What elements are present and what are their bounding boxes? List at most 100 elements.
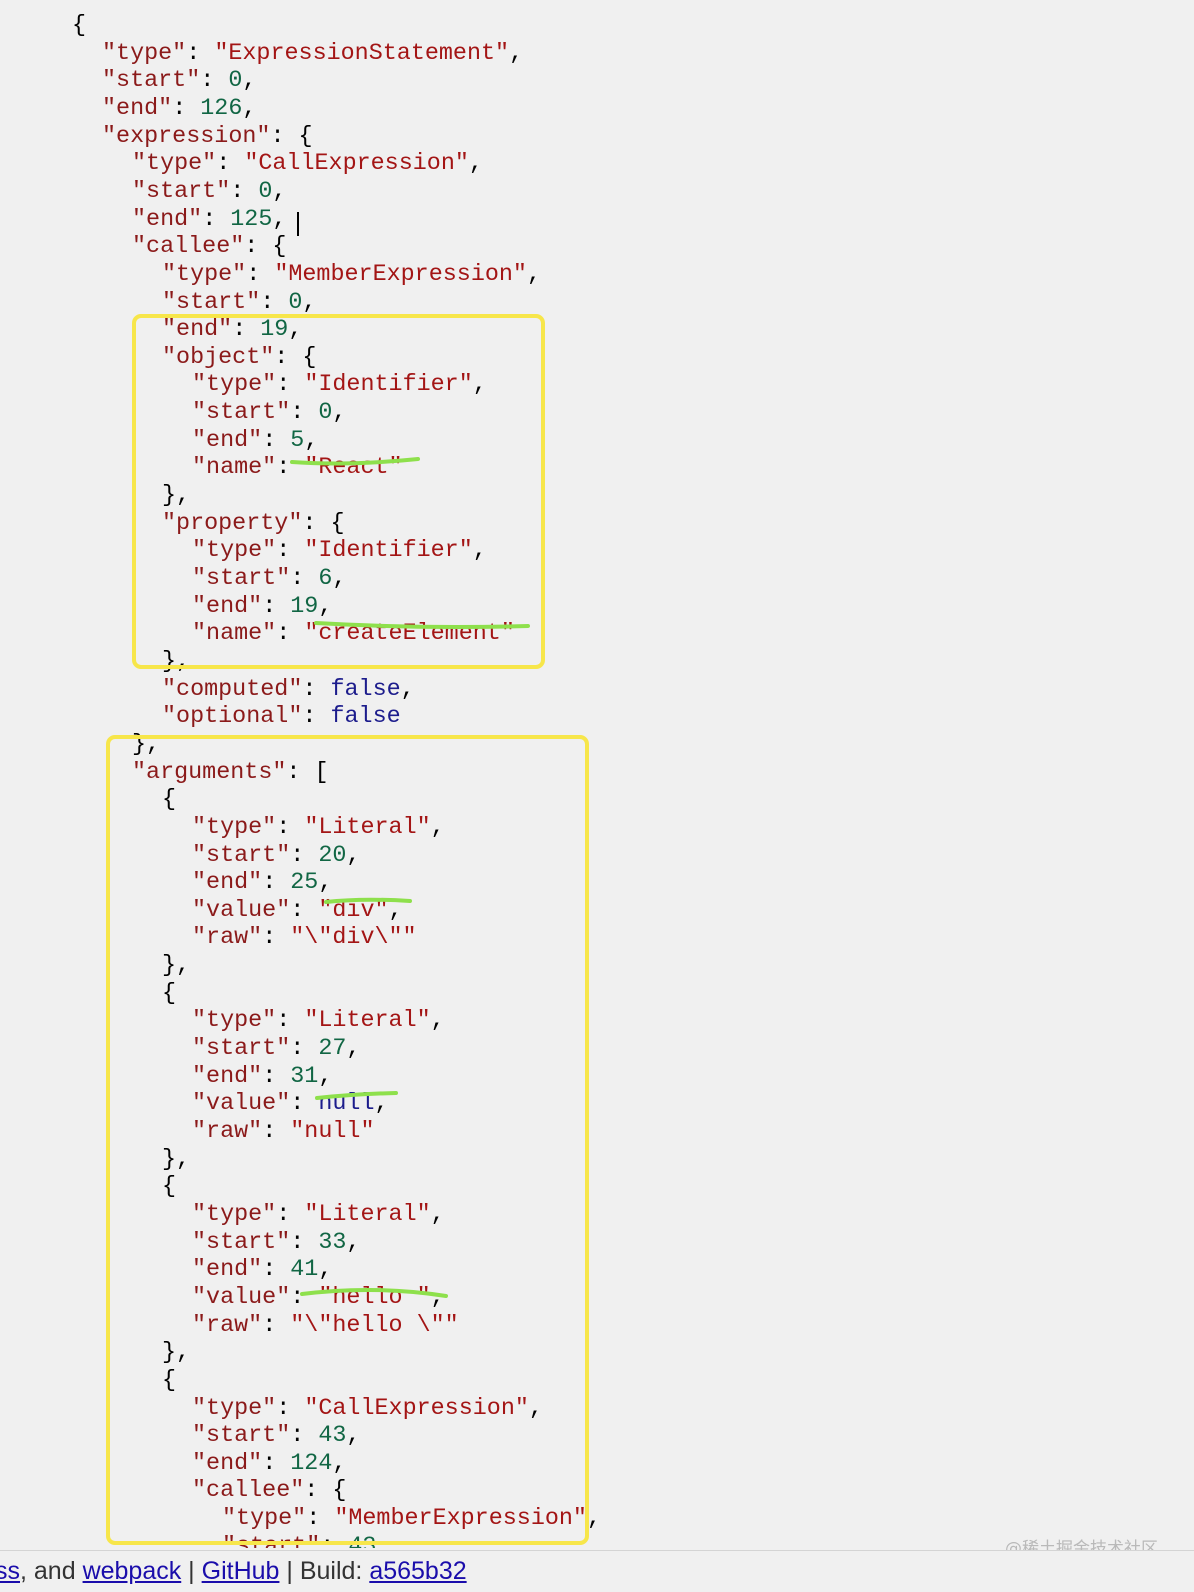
code-line: }, [162, 482, 190, 510]
code-token: "start" [192, 1423, 291, 1450]
code-token: 0 [258, 178, 273, 205]
code-token: : [290, 1284, 319, 1311]
code-token: "start" [192, 842, 291, 869]
code-token: "raw" [192, 925, 263, 952]
code-line: "end": 25, [192, 869, 332, 897]
code-line: "optional": false [162, 703, 401, 731]
code-token: : [290, 842, 319, 869]
footer-build-label: | Build: [279, 1557, 370, 1585]
code-token: 0 [288, 289, 303, 316]
footer-link-github[interactable]: GitHub [201, 1557, 280, 1585]
code-line: { [72, 12, 86, 40]
footer-sep-and: , and [20, 1557, 83, 1585]
code-token: { [72, 13, 87, 39]
code-token: , [472, 538, 487, 565]
code-token: : [262, 870, 291, 897]
code-token: false [330, 676, 401, 703]
code-token: "type" [192, 538, 277, 565]
code-token: "start" [192, 1036, 291, 1063]
code-token: "React" [304, 455, 403, 482]
code-token: 19 [260, 317, 289, 344]
code-token: 41 [290, 1257, 319, 1284]
code-token: "type" [192, 1395, 277, 1422]
code-token: "MemberExpression" [274, 261, 527, 288]
code-token: : [262, 1119, 291, 1145]
code-line: "end": 19, [162, 316, 302, 344]
code-token: , [526, 261, 542, 288]
code-line: }, [162, 648, 190, 676]
code-token: 43 [348, 1533, 377, 1548]
code-line: "name": "React" [192, 454, 403, 482]
code-line: "start": 0, [132, 178, 286, 206]
code-token: false [330, 704, 401, 731]
code-line: "start": 6, [192, 565, 346, 593]
code-token: 31 [290, 1063, 319, 1090]
code-line: "start": 20, [192, 842, 360, 870]
footer-link-build-hash[interactable]: a565b32 [369, 1557, 467, 1585]
code-token: "end" [192, 427, 263, 454]
code-token: , [346, 1036, 361, 1063]
code-token: "type" [222, 1506, 307, 1533]
code-line: "start": 0, [192, 399, 346, 427]
code-token: null [318, 1091, 375, 1118]
code-token: : [186, 40, 215, 67]
code-token: : [276, 1201, 305, 1228]
code-token: : [262, 1450, 291, 1477]
code-token: "expression" [102, 123, 271, 150]
code-line: "end": 126, [102, 95, 256, 123]
code-token: "CallExpression" [304, 1395, 529, 1422]
code-token: "start" [222, 1533, 321, 1548]
code-token: "Identifier" [304, 538, 473, 565]
code-token: "MemberExpression" [334, 1506, 587, 1533]
code-line: "end": 5, [192, 427, 318, 455]
code-token: , [388, 897, 403, 924]
code-line: }, [162, 952, 190, 980]
code-token: "value" [192, 1284, 291, 1311]
code-token: "type" [162, 261, 247, 288]
code-line: "value": "div", [192, 897, 403, 925]
code-token: "name" [192, 621, 277, 648]
code-token: : [276, 538, 305, 565]
footer-link-webpack[interactable]: webpack [82, 1557, 182, 1585]
code-token: , [430, 1201, 445, 1228]
code-token: , [374, 1091, 389, 1118]
code-token: }, [162, 1340, 191, 1367]
code-line: "start": 0, [102, 67, 256, 95]
code-token: "object" [162, 344, 275, 371]
code-token: , [430, 1008, 445, 1035]
code-token: : [260, 289, 289, 316]
code-token: : [276, 814, 305, 841]
code-token: : [262, 925, 291, 952]
code-token: "arguments" [132, 759, 287, 786]
code-token: : [290, 400, 319, 427]
code-line: "end": 41, [192, 1256, 332, 1284]
code-token: "start" [192, 1229, 291, 1256]
code-token: "start" [192, 400, 291, 427]
code-token: , [272, 206, 287, 233]
code-token: "start" [102, 68, 201, 95]
code-token: , [242, 68, 257, 95]
code-line: "type": "Identifier", [192, 371, 487, 399]
code-token: : [306, 1506, 335, 1533]
code-token: , [430, 814, 445, 841]
footer-link-truncated[interactable]: ss [0, 1557, 20, 1585]
code-token: "type" [192, 372, 277, 399]
code-token: : [172, 95, 201, 122]
code-line: "property": { [162, 510, 345, 538]
code-line: "end": 19, [192, 593, 332, 621]
code-token: : [320, 1533, 349, 1548]
code-token: : [216, 151, 245, 178]
code-token: , [288, 317, 303, 344]
code-token: : [262, 1312, 291, 1339]
code-token: "optional" [162, 704, 303, 731]
code-token: : [302, 676, 331, 703]
code-token: "CallExpression" [244, 151, 469, 178]
code-token: : [290, 1423, 319, 1450]
code-token: , [242, 95, 257, 122]
code-line: "arguments": [ [132, 759, 329, 787]
code-token: , [509, 40, 524, 67]
code-token: "end" [192, 593, 263, 620]
code-token: 20 [318, 842, 347, 869]
code-token: 124 [290, 1450, 333, 1477]
code-token: "ExpressionStatement" [214, 40, 510, 67]
